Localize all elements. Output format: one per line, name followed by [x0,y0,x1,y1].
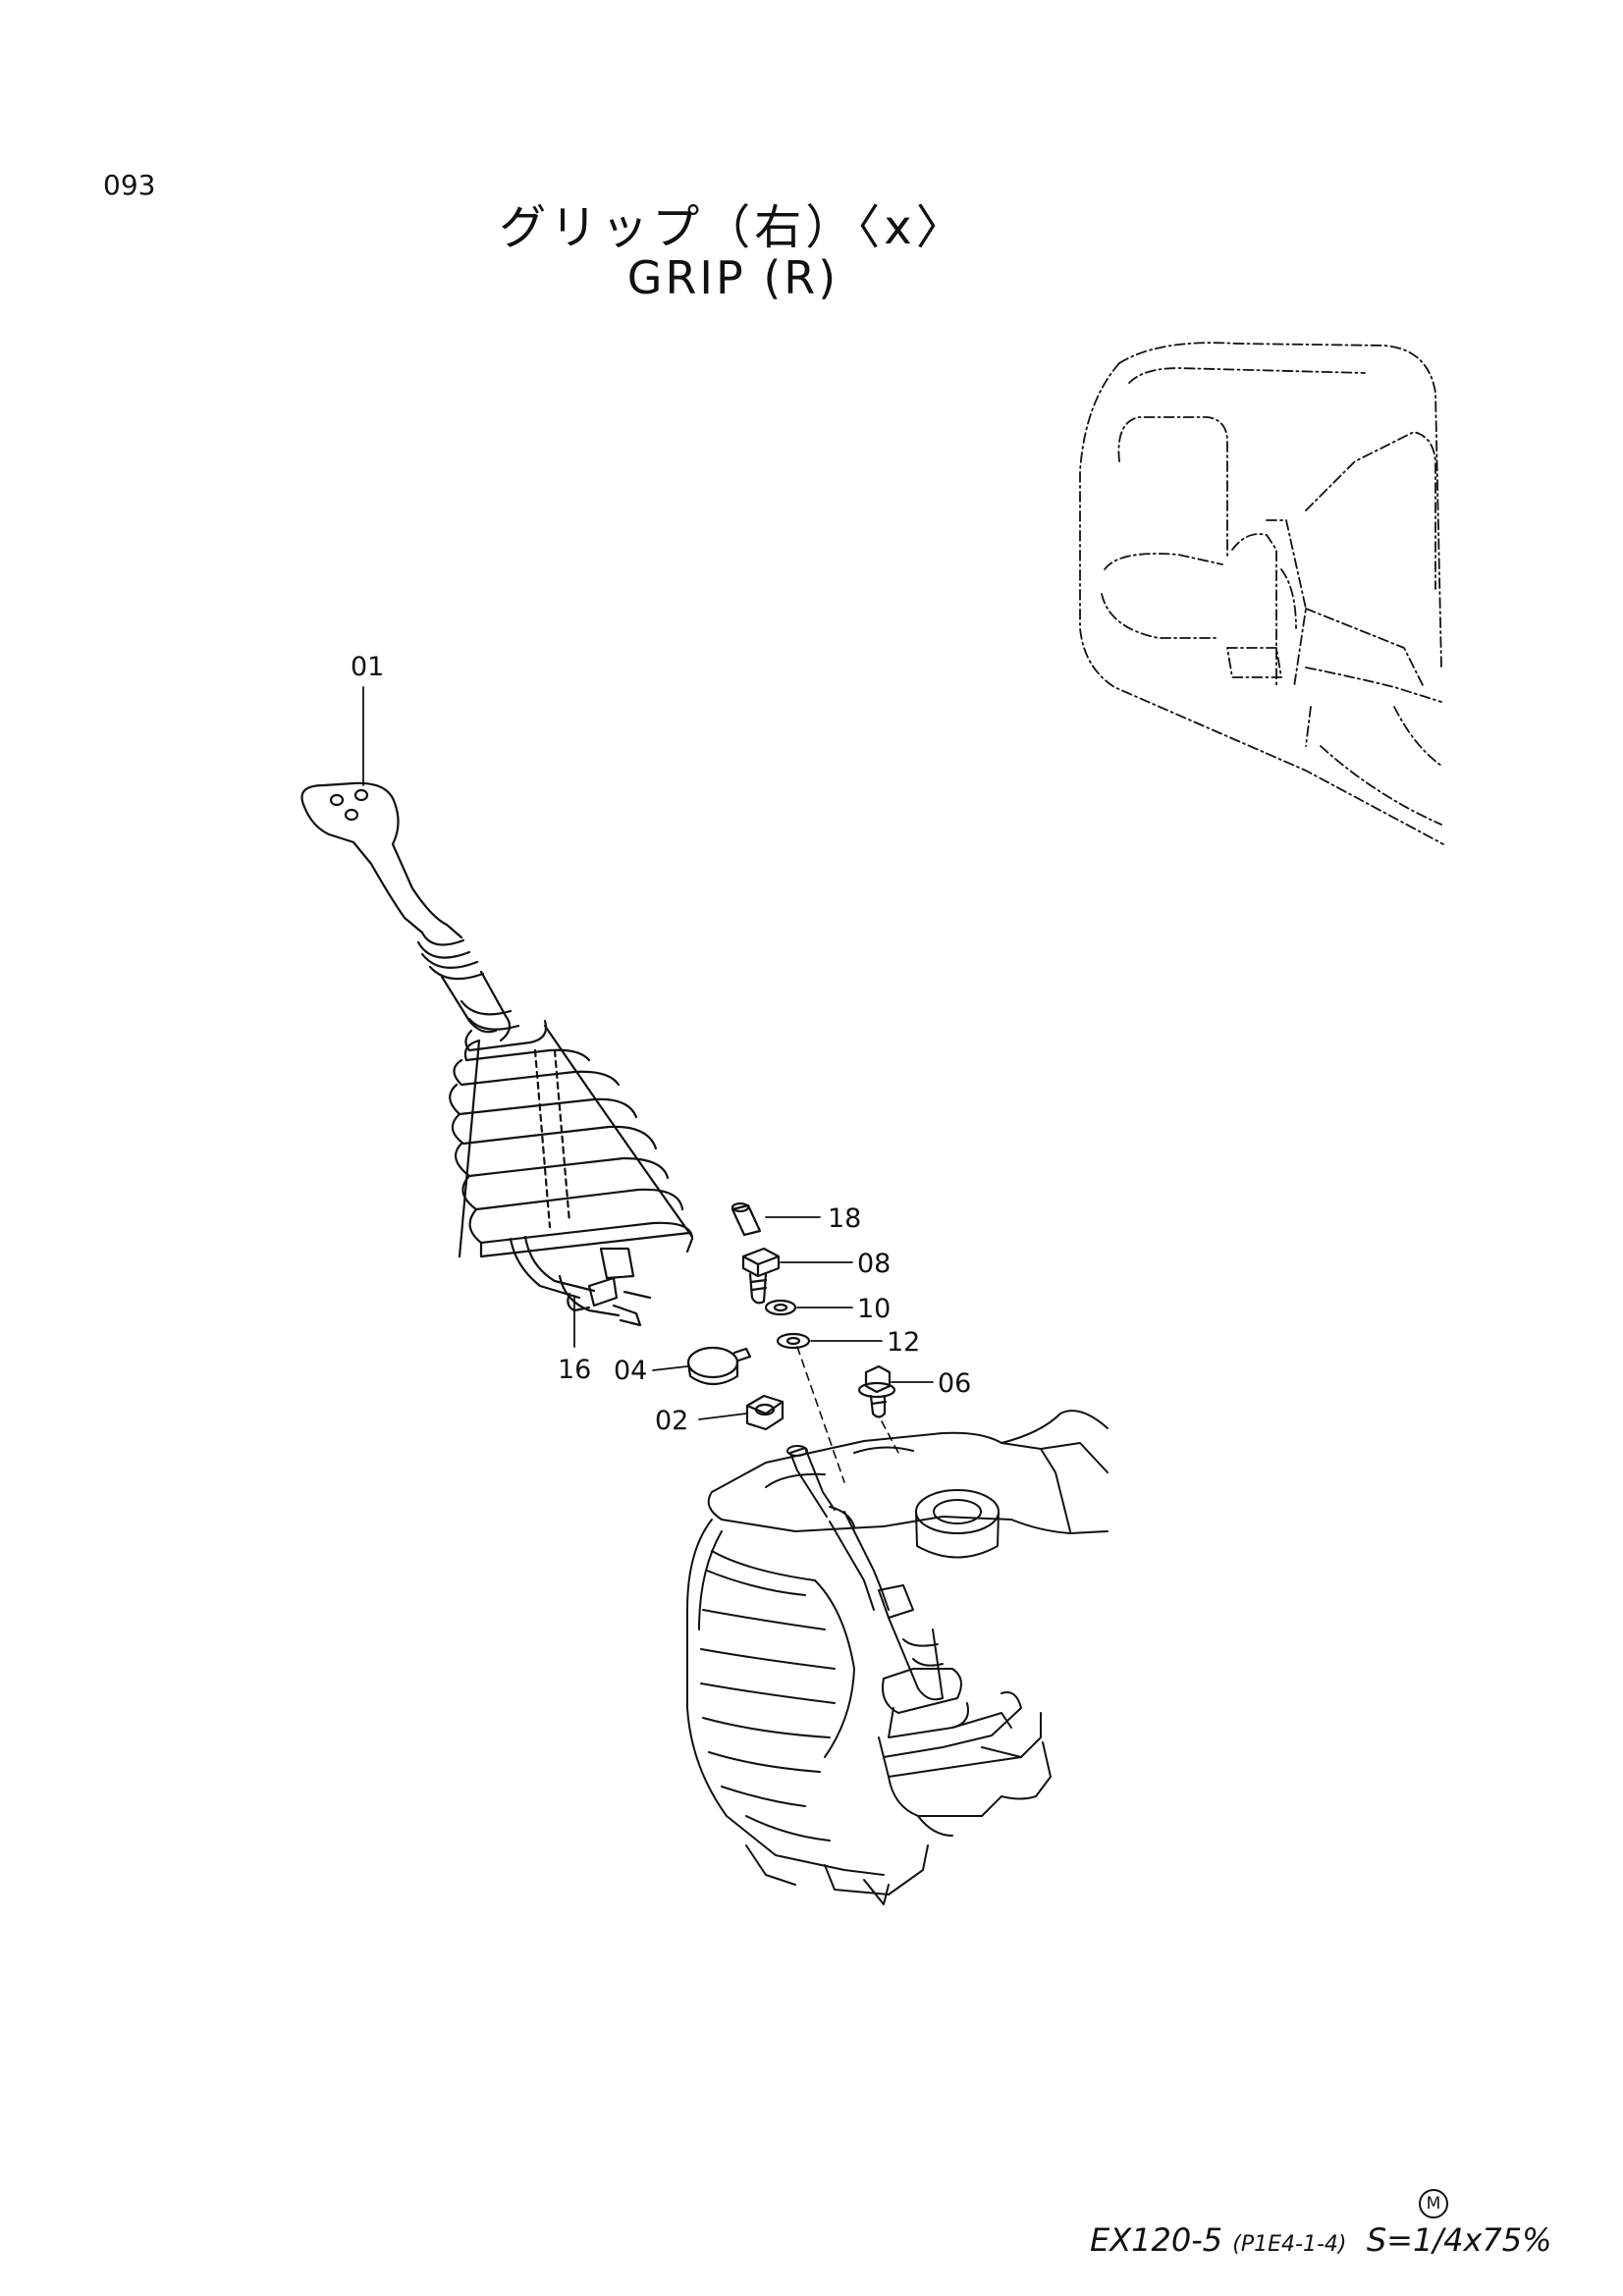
label-part-04: 04 [614,1356,647,1386]
label-part-12: 12 [887,1327,920,1358]
label-part-02: 02 [655,1406,688,1436]
label-part-06: 06 [938,1368,971,1399]
part-08-bolt-illustration [741,1247,781,1305]
page-number: 093 [103,169,156,201]
part-06-flange-bolt-illustration [857,1364,896,1418]
title-english: GRIP (R) [626,251,839,304]
title-japanese: グリップ（右）〈x〉 [499,200,967,255]
leader-lines [362,686,934,1420]
footer-ref: (P1E4-1-4) [1232,2232,1347,2257]
label-part-08: 08 [857,1249,891,1279]
grip-lever-illustration [300,781,694,1327]
label-part-18: 18 [828,1203,861,1234]
part-12-washer-illustration [776,1332,811,1350]
label-part-01: 01 [351,652,384,682]
footer-marker-m: M [1419,2189,1448,2218]
part-02-nut-illustration [745,1394,784,1431]
label-part-10: 10 [857,1294,891,1324]
cab-inset-illustration [1079,342,1444,845]
part-10-lock-washer-illustration [764,1299,797,1316]
part-04-clamp-illustration [686,1346,752,1386]
footer-scale: S=1/4x75% [1366,2221,1552,2259]
footer-code: EX120-5 (P1E4-1-4) S=1/4x75% [1090,2221,1552,2259]
label-part-16: 16 [558,1355,591,1385]
console-illustration [686,1410,1109,1905]
footer-model: EX120-5 [1090,2221,1223,2259]
part-18-pin-illustration [730,1201,762,1237]
